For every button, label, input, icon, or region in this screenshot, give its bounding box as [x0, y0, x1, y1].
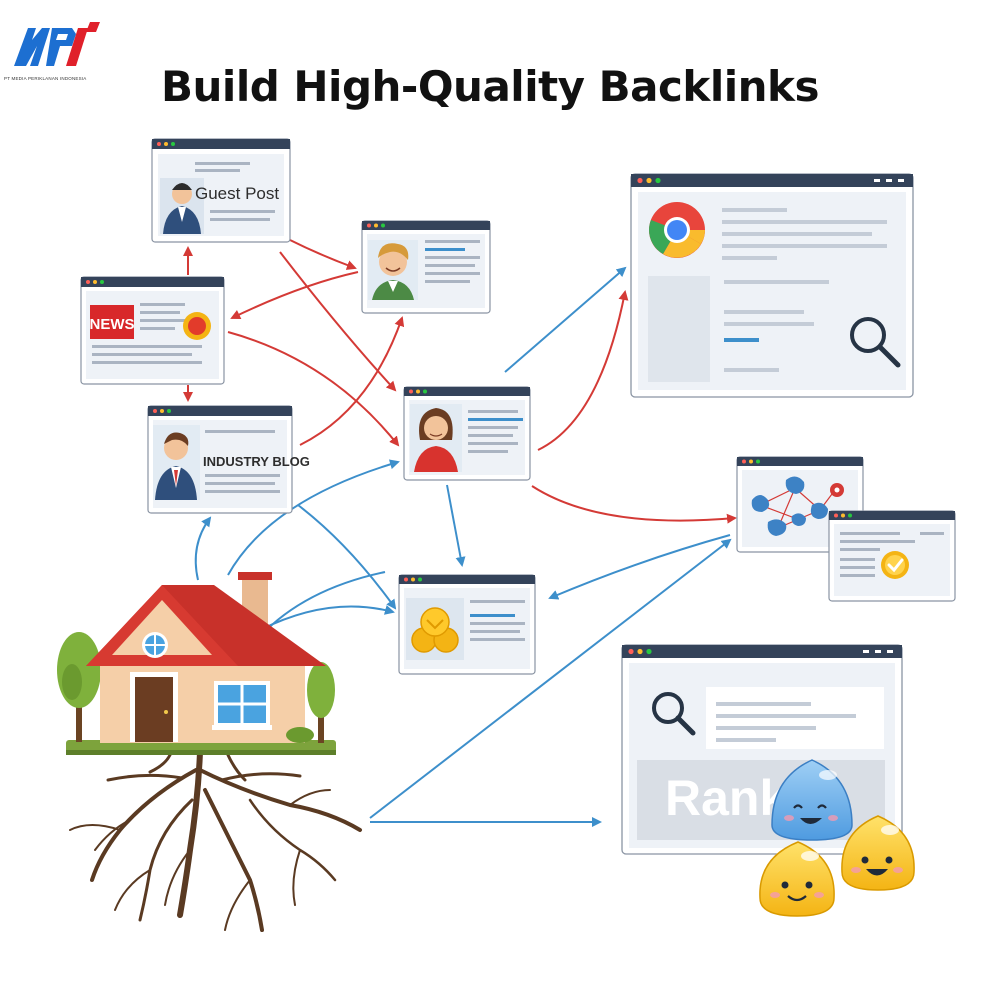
tree-left-icon: [57, 632, 101, 742]
arrow-guestpost-to-avatar: [289, 239, 357, 270]
arrow-guestpost-to-center: [279, 251, 397, 392]
profile-card-top: [361, 220, 491, 314]
mascot-blue-icon: [771, 759, 853, 841]
arrow-house-to-blog: [194, 516, 212, 581]
mascot-yellow-left-icon: [759, 841, 835, 917]
arrow-avatar-to-news: [230, 271, 359, 320]
industry-blog-card: INDUSTRY BLOG: [147, 405, 310, 514]
man-avatar-icon: [160, 178, 204, 234]
logo-caption: PT MEDIA PERIKLANAN INDONESIA: [4, 76, 87, 81]
check-badge-icon: [881, 551, 909, 579]
verified-card: [828, 510, 956, 602]
mascot-yellow-right-icon: [841, 815, 915, 891]
smiling-man-avatar-icon: [368, 240, 418, 300]
guest-post-label: Guest Post: [195, 184, 279, 203]
coin-badge-icon: [183, 312, 211, 340]
red-arrows: [183, 239, 737, 524]
guest-post-card: Guest Post: [151, 138, 291, 243]
house-icon: [57, 572, 336, 755]
arrow-center-to-chrome-blue: [504, 266, 627, 373]
blue-arrows: [194, 266, 732, 827]
woman-avatar-icon: [410, 404, 462, 472]
chrome-logo-icon: [649, 202, 705, 258]
roots-icon: [69, 749, 362, 932]
news-card: NEWS: [80, 276, 225, 385]
page-title: Build High-Quality Backlinks: [161, 62, 819, 111]
arrow-blog-to-avatar: [299, 316, 405, 446]
tree-right-icon: [307, 662, 335, 743]
arrow-roots-to-network: [369, 538, 732, 819]
industry-blog-label: INDUSTRY BLOG: [203, 454, 310, 469]
coins-card: [398, 574, 536, 675]
rank-label: Rank: [665, 770, 787, 826]
arrow-center-to-network: [531, 485, 737, 524]
coins-icon: [406, 598, 464, 660]
arrow-blog-to-coins: [297, 504, 397, 610]
search-engine-card: [630, 173, 914, 398]
arrow-news-to-center: [227, 331, 400, 447]
news-label: NEWS: [90, 316, 135, 333]
magnifier-icon: [850, 317, 901, 368]
profile-card-center: [403, 386, 531, 481]
arrow-center-to-coins: [446, 484, 466, 567]
network-map-card: [736, 456, 864, 553]
arrow-house-to-coins: [259, 605, 395, 631]
mpi-logo: [6, 18, 102, 88]
arrow-network-to-coins: [548, 534, 731, 600]
arrow-center-to-chrome: [537, 290, 629, 451]
network-map-icon: [751, 476, 844, 536]
rank-card: Rank: [621, 644, 903, 855]
businessman-avatar-icon: [153, 425, 200, 500]
search-icon: [652, 692, 696, 736]
